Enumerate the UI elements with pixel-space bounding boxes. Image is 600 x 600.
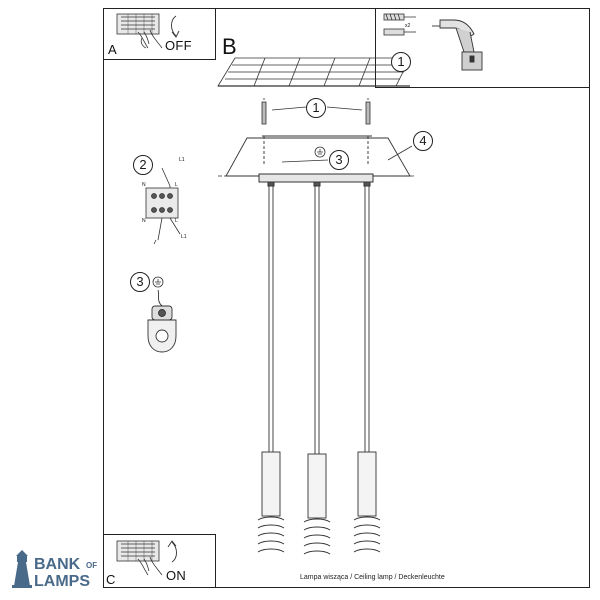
ceiling-grid bbox=[217, 57, 411, 87]
canopy bbox=[218, 137, 414, 177]
callout-leader bbox=[387, 145, 413, 161]
panel-c bbox=[103, 534, 216, 588]
logo-of: OF bbox=[86, 561, 98, 570]
caption: Lampa wisząca / Ceiling lamp / Deckenleu… bbox=[300, 574, 445, 581]
panel-a-state: OFF bbox=[165, 38, 192, 53]
terminal-label-n-top: N bbox=[142, 182, 146, 188]
diagram-frame bbox=[103, 8, 590, 588]
wall-plug-icon bbox=[383, 13, 416, 36]
terminal-label-l1-bottom: L1 bbox=[181, 234, 187, 240]
panel-c-letter: C bbox=[106, 572, 116, 587]
terminal-label-l-top: L bbox=[175, 182, 178, 188]
panel-c-state: ON bbox=[166, 568, 187, 583]
logo-lighthouse-icon bbox=[12, 550, 32, 588]
terminal-label-l-bottom: L bbox=[175, 218, 178, 224]
terminal-label-l1-top: L1 bbox=[179, 157, 185, 163]
callout-tools: 1 bbox=[391, 52, 411, 72]
pendant-shade-right bbox=[353, 451, 381, 553]
panel-a-letter: A bbox=[108, 42, 117, 57]
callout-canopy: 4 bbox=[413, 131, 433, 151]
logo-lamps: LAMPS bbox=[34, 573, 90, 590]
pendant-shade-left bbox=[257, 451, 285, 553]
base-plate bbox=[258, 173, 374, 187]
terminal-block bbox=[145, 167, 181, 245]
rotate-arrow-icon bbox=[167, 540, 177, 563]
panel-b-letter: B bbox=[222, 34, 237, 59]
pendant-cables bbox=[268, 186, 370, 454]
ceiling-screws bbox=[261, 98, 371, 125]
panel-tools bbox=[375, 8, 590, 88]
terminal-label-n-bottom: N bbox=[142, 218, 146, 224]
pendant-shade-middle bbox=[303, 453, 331, 555]
hand-switch-icon bbox=[116, 540, 163, 576]
drill-icon bbox=[432, 19, 483, 71]
ground-icon bbox=[152, 276, 164, 288]
panel-a bbox=[103, 8, 216, 60]
callout-leader bbox=[271, 106, 363, 111]
hand-switch-icon bbox=[116, 13, 163, 49]
callout-ground-detail: 3 bbox=[130, 272, 150, 292]
callout-screws: 1 bbox=[306, 98, 326, 118]
callout-terminal: 2 bbox=[133, 155, 153, 175]
logo-bank: BANK bbox=[34, 556, 81, 573]
rotate-arrow-icon bbox=[171, 15, 180, 38]
fixings-count: x2 bbox=[405, 23, 411, 29]
mounting-bracket bbox=[262, 135, 372, 166]
ground-detail bbox=[147, 289, 177, 353]
callout-ground: 3 bbox=[329, 150, 349, 170]
callout-leader bbox=[281, 159, 329, 163]
ground-icon bbox=[314, 146, 326, 158]
